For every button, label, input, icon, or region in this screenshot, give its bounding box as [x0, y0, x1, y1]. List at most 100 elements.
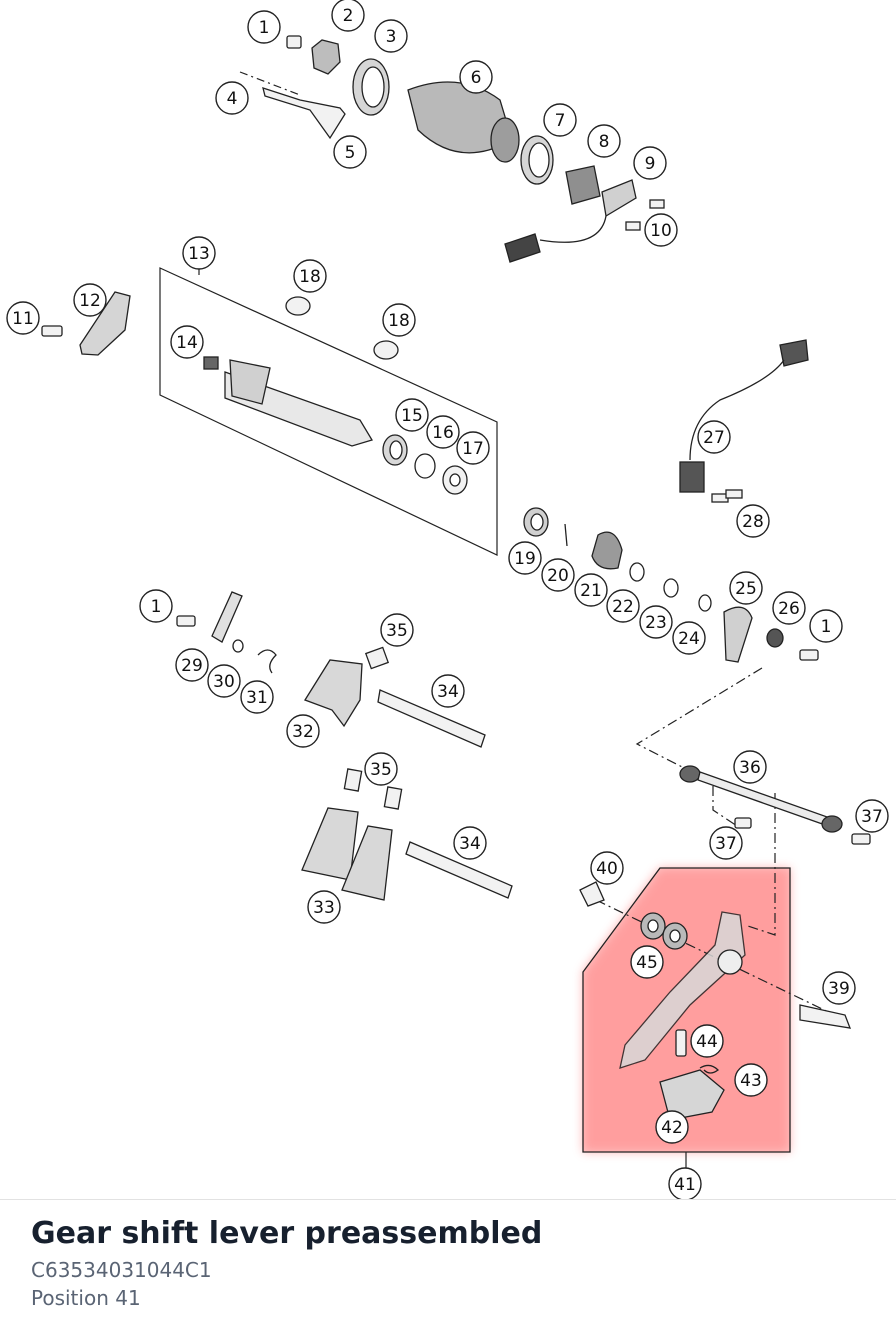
- callout-6[interactable]: 6: [459, 60, 493, 94]
- callout-34[interactable]: 34: [453, 826, 487, 860]
- callout-18[interactable]: 18: [293, 259, 327, 293]
- callout-circle: [215, 81, 249, 115]
- callout-37[interactable]: 37: [855, 799, 889, 833]
- callout-34[interactable]: 34: [431, 674, 465, 708]
- callout-circle: [606, 589, 640, 623]
- callout-37[interactable]: 37: [709, 826, 743, 860]
- callout-label: 35: [370, 760, 392, 780]
- callout-circle: [380, 613, 414, 647]
- callout-circle: [733, 750, 767, 784]
- callout-circle: [426, 415, 460, 449]
- callout-circle: [668, 1167, 702, 1200]
- callout-label: 4: [227, 89, 238, 109]
- callout-23[interactable]: 23: [639, 605, 673, 639]
- callout-label: 30: [213, 672, 235, 692]
- callout-label: 14: [176, 333, 198, 353]
- callout-circle: [207, 664, 241, 698]
- callout-21[interactable]: 21: [574, 573, 608, 607]
- callout-circle: [574, 573, 608, 607]
- callout-43[interactable]: 43: [734, 1063, 768, 1097]
- callout-label: 25: [735, 579, 757, 599]
- part-title: Gear shift lever preassembled: [31, 1216, 543, 1251]
- callout-27[interactable]: 27: [697, 420, 731, 454]
- callout-31[interactable]: 31: [240, 680, 274, 714]
- callout-39[interactable]: 39: [822, 971, 856, 1005]
- callout-circle: [331, 0, 365, 32]
- callout-circle: [182, 236, 216, 270]
- callout-label: 13: [188, 244, 210, 264]
- callout-circle: [364, 752, 398, 786]
- callout-label: 40: [596, 859, 618, 879]
- callout-label: 26: [778, 599, 800, 619]
- callout-11[interactable]: 11: [6, 301, 40, 335]
- callout-9[interactable]: 9: [633, 146, 667, 180]
- callout-5[interactable]: 5: [333, 135, 367, 169]
- callout-circle: [630, 945, 664, 979]
- callout-32[interactable]: 32: [286, 714, 320, 748]
- callout-circle: [736, 504, 770, 538]
- callout-30[interactable]: 30: [207, 664, 241, 698]
- callout-19[interactable]: 19: [508, 541, 542, 575]
- callout-label: 33: [313, 898, 335, 918]
- callout-label: 1: [259, 18, 270, 38]
- callout-45[interactable]: 45: [630, 945, 664, 979]
- callout-label: 23: [645, 613, 667, 633]
- callout-40[interactable]: 40: [590, 851, 624, 885]
- callout-12[interactable]: 12: [73, 283, 107, 317]
- callout-35[interactable]: 35: [380, 613, 414, 647]
- exploded-parts-diagram: 1234567891011121314151617181819202122232…: [6, 0, 889, 1200]
- callout-label: 8: [599, 132, 610, 152]
- callout-label: 35: [386, 621, 408, 641]
- callout-35[interactable]: 35: [364, 752, 398, 786]
- callout-26[interactable]: 26: [772, 591, 806, 625]
- callout-circle: [672, 621, 706, 655]
- callout-41[interactable]: 41: [668, 1167, 702, 1200]
- callout-circle: [139, 589, 173, 623]
- callout-circle: [382, 303, 416, 337]
- callout-label: 34: [459, 834, 481, 854]
- info-divider: [0, 1199, 896, 1200]
- callout-3[interactable]: 3: [374, 19, 408, 53]
- parts-artwork: [41, 35, 871, 1121]
- callout-42[interactable]: 42: [655, 1110, 689, 1144]
- callout-17[interactable]: 17: [456, 431, 490, 465]
- callout-29[interactable]: 29: [175, 648, 209, 682]
- callout-7[interactable]: 7: [543, 103, 577, 137]
- callout-label: 39: [828, 979, 850, 999]
- callout-layer: 1234567891011121314151617181819202122232…: [6, 0, 889, 1200]
- callout-8[interactable]: 8: [587, 124, 621, 158]
- callout-28[interactable]: 28: [736, 504, 770, 538]
- callout-14[interactable]: 14: [170, 325, 204, 359]
- callout-16[interactable]: 16: [426, 415, 460, 449]
- callout-circle: [590, 851, 624, 885]
- callout-label: 24: [678, 629, 700, 649]
- callout-label: 29: [181, 656, 203, 676]
- callout-label: 22: [612, 597, 634, 617]
- callout-label: 32: [292, 722, 314, 742]
- callout-36[interactable]: 36: [733, 750, 767, 784]
- callout-4[interactable]: 4: [215, 81, 249, 115]
- callout-1[interactable]: 1: [139, 589, 173, 623]
- callout-13[interactable]: 13: [182, 236, 216, 270]
- callout-25[interactable]: 25: [729, 571, 763, 605]
- callout-label: 18: [388, 311, 410, 331]
- callout-24[interactable]: 24: [672, 621, 706, 655]
- callout-circle: [644, 213, 678, 247]
- callout-15[interactable]: 15: [395, 398, 429, 432]
- callout-circle: [333, 135, 367, 169]
- callout-circle: [170, 325, 204, 359]
- callout-20[interactable]: 20: [541, 558, 575, 592]
- callout-circle: [286, 714, 320, 748]
- callout-2[interactable]: 2: [331, 0, 365, 32]
- callout-label: 43: [740, 1071, 762, 1091]
- callout-10[interactable]: 10: [644, 213, 678, 247]
- callout-33[interactable]: 33: [307, 890, 341, 924]
- callout-circle: [453, 826, 487, 860]
- callout-1[interactable]: 1: [809, 609, 843, 643]
- callout-18[interactable]: 18: [382, 303, 416, 337]
- part-info-panel: Gear shift lever preassembled C635340310…: [31, 1214, 871, 1312]
- callout-44[interactable]: 44: [690, 1024, 724, 1058]
- callout-22[interactable]: 22: [606, 589, 640, 623]
- callout-label: 15: [401, 406, 423, 426]
- callout-1[interactable]: 1: [247, 10, 281, 44]
